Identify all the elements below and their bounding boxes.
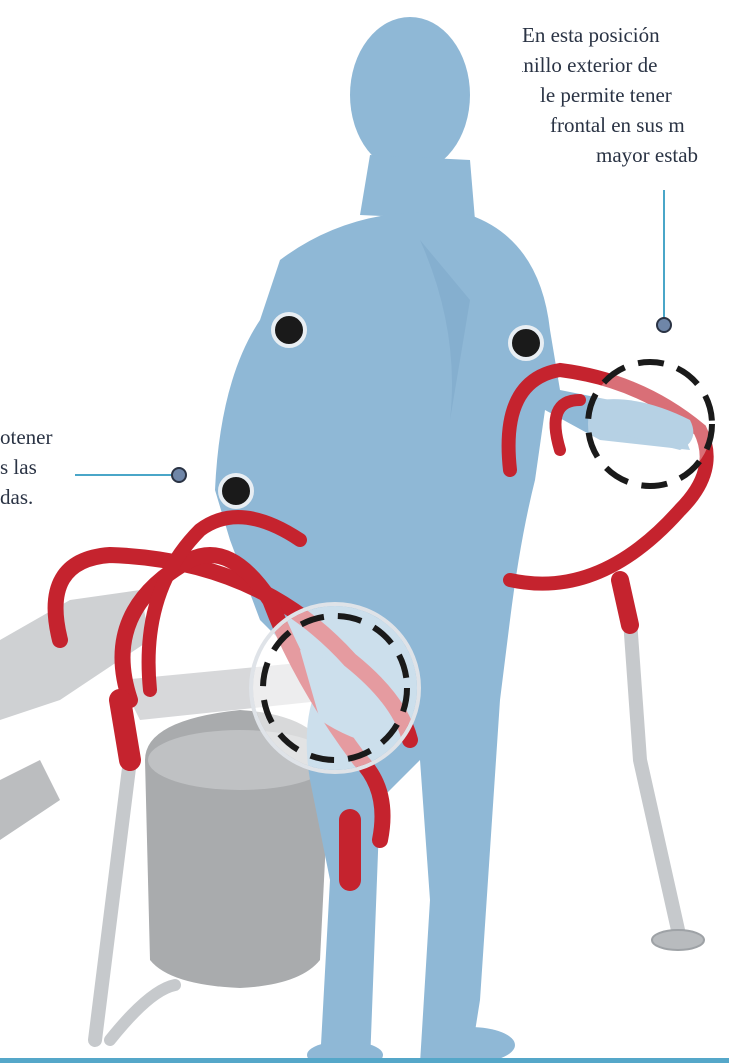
leg-foot [652,930,704,950]
callout-right-line-4: frontal en sus m [550,110,729,140]
callout-right-line-2: anillo exterior de [522,50,729,80]
joint-marker-left-shoulder-icon [273,314,305,346]
callout-right-line-1: En esta posición [522,20,729,50]
grip-highlight-right [588,362,712,486]
callout-left-line-2: s las [0,452,70,482]
callout-left-line-1: otener [0,422,70,452]
grip-highlight-left [251,604,419,772]
callout-right-line-5: mayor estab [596,140,729,170]
leader-left [75,468,186,482]
callout-text-right: En esta posición anillo exterior de le p… [522,20,729,170]
callout-dot-icon [172,468,186,482]
callout-dot-icon [657,318,671,332]
joint-marker-right-shoulder-icon [510,327,542,359]
joint-marker-elbow-icon [220,475,252,507]
callout-text-left: otener s las das. [0,422,70,512]
leader-right [657,190,671,332]
bottom-accent-bar [0,1058,729,1063]
callout-left-line-3: das. [0,482,70,512]
callout-right-line-3: le permite tener [540,80,729,110]
